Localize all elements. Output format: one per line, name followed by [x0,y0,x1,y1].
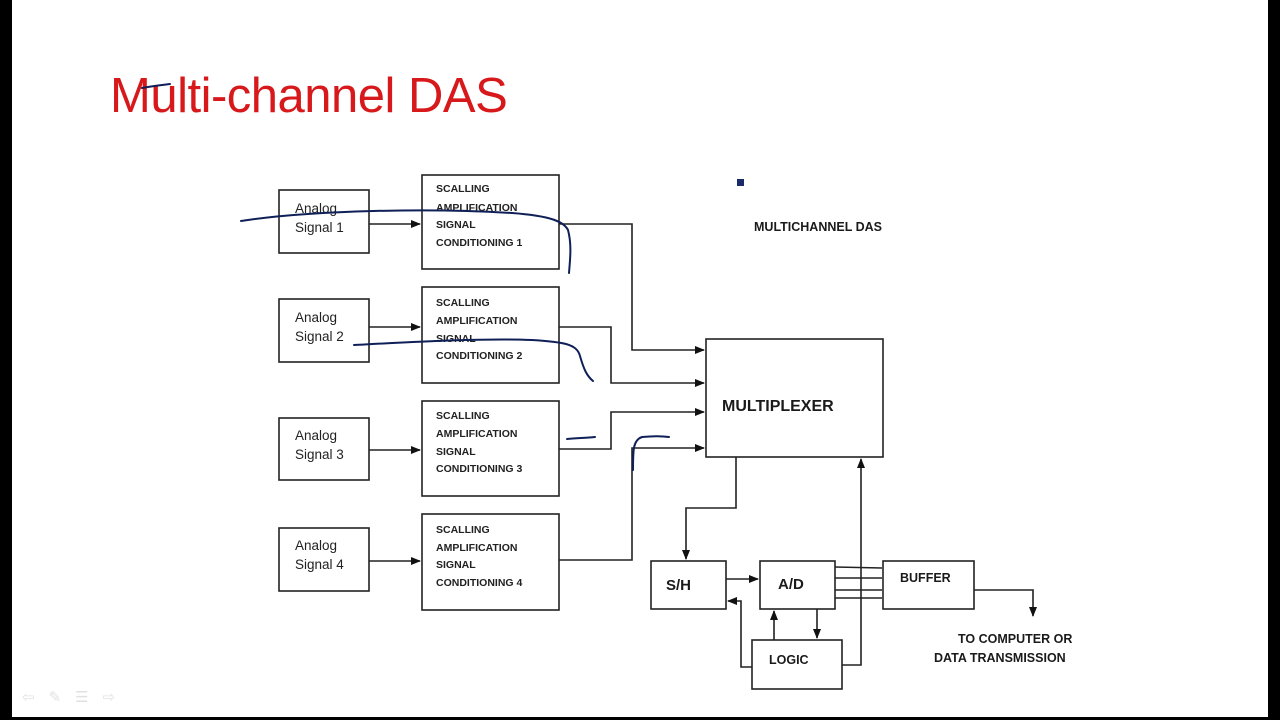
conditioning-label: CONDITIONING 3 [436,463,522,475]
wire-logic-to-sh [727,597,752,668]
analog-signal-label: Signal 1 [295,220,344,235]
conditioning-label: SIGNAL [436,333,476,345]
adc-label: A/D [778,576,804,593]
multiplexer-label: MULTIPLEXER [722,398,834,415]
ink-stroke [141,83,171,89]
wire-mux-to-sh [682,457,737,560]
conditioning-label: SCALLING [436,410,490,422]
conditioning-box [421,400,560,497]
conditioning-label: AMPLIFICATION [436,315,517,327]
ink-stroke [353,338,594,382]
channel-4: Analog Signal 4 SCALLING AMPLIFICATION S… [278,444,705,611]
conditioning-box [421,513,560,611]
wire-logic-to-mux [842,458,865,666]
sample-hold-box [650,560,727,610]
ink-stroke [632,435,670,471]
slide-nav-controls: ⇦ ✎ ☰ ⇨ [22,688,115,706]
output-label: DATA TRANSMISSION [934,651,1066,665]
adc-box [759,560,836,610]
wire-buffer-to-output [974,589,1037,617]
wire-ch2-to-mux [559,326,705,387]
conditioning-label: SIGNAL [436,559,476,571]
conditioning-label: SIGNAL [436,219,476,231]
analog-signal-label: Signal 2 [295,329,344,344]
analog-signal-box [278,189,370,254]
analog-signal-box [278,417,370,481]
conditioning-label: AMPLIFICATION [436,542,517,554]
slide: Multi-channel DAS MULTICHANNEL DAS Analo… [12,0,1268,717]
conditioning-label: CONDITIONING 2 [436,350,522,362]
wire-ch4-to-mux [559,444,705,561]
channel-3: Analog Signal 3 SCALLING AMPLIFICATION S… [278,400,705,497]
analog-signal-label: Signal 4 [295,557,344,572]
buffer-box [882,560,975,610]
data-bus [834,566,883,599]
ink-annotations [141,83,670,471]
output-label: TO COMPUTER OR [958,632,1072,646]
conditioning-label: CONDITIONING 1 [436,237,522,249]
analog-signal-label: Analog [295,310,337,325]
analog-signal-label: Analog [295,538,337,553]
wire-ch1-to-mux [559,223,705,354]
analog-signal-box [278,527,370,592]
conditioning-label: CONDITIONING 4 [436,577,522,589]
conditioning-label: AMPLIFICATION [436,428,517,440]
bullet-marker [737,179,744,186]
conditioning-label: SIGNAL [436,446,476,458]
buffer-label: BUFFER [900,571,951,585]
analog-signal-box [278,298,370,363]
multiplexer-box [705,338,884,458]
diagram-heading: MULTICHANNEL DAS [754,220,882,234]
pen-icon[interactable]: ✎ [48,688,62,706]
ink-stroke [240,209,572,274]
channel-2: Analog Signal 2 SCALLING AMPLIFICATION S… [278,286,705,387]
next-arrow-icon[interactable]: ⇨ [102,688,116,706]
menu-icon[interactable]: ☰ [75,688,89,706]
channel-1: Analog Signal 1 SCALLING AMPLIFICATION S… [278,174,705,354]
prev-arrow-icon[interactable]: ⇦ [22,688,35,706]
analog-signal-label: Analog [295,428,337,443]
analog-signal-label: Signal 3 [295,447,344,462]
slide-title: Multi-channel DAS [110,69,508,123]
wire-ch3-to-mux [559,408,705,450]
conditioning-box [421,286,560,384]
conditioning-label: SCALLING [436,524,490,536]
block-diagram: MULTICHANNEL DAS Analog Signal 1 SCALLIN… [141,83,1072,690]
conditioning-label: SCALLING [436,183,490,195]
ink-stroke [566,436,596,440]
conditioning-box [421,174,560,270]
sample-hold-label: S/H [666,577,691,594]
logic-label: LOGIC [769,653,809,667]
conditioning-label: SCALLING [436,297,490,309]
